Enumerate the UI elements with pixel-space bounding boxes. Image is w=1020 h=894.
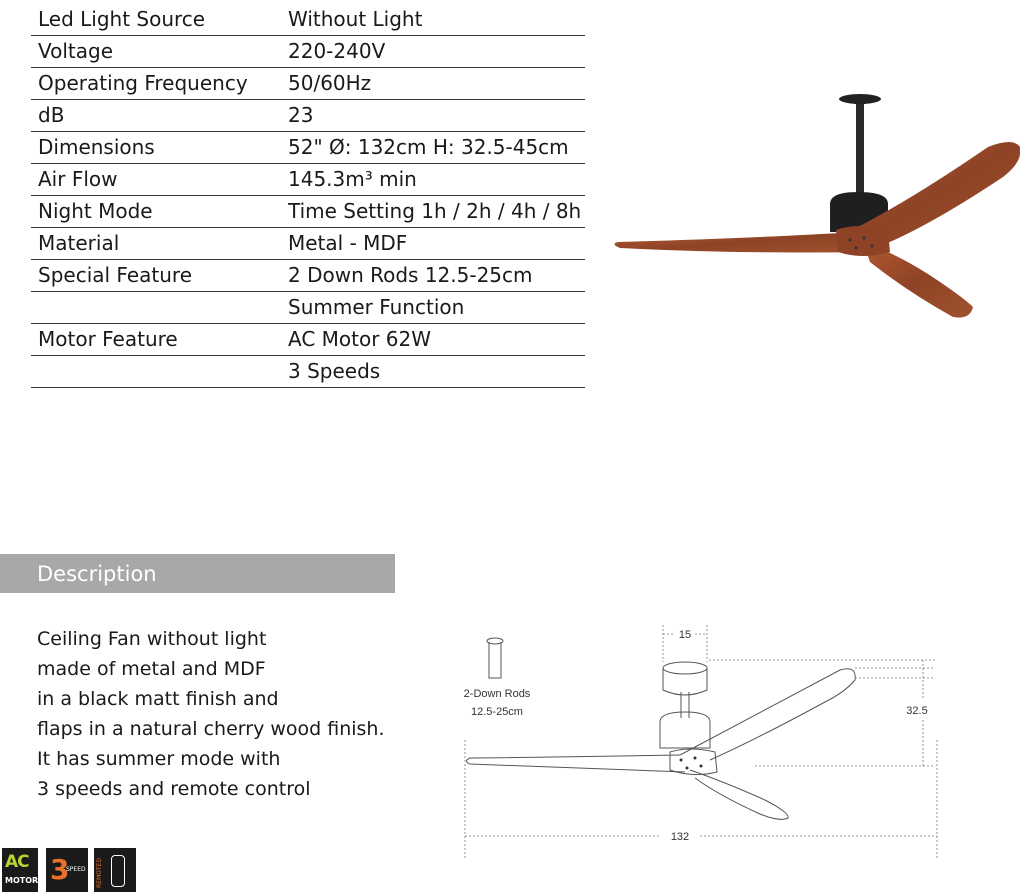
- spec-label: Dimensions: [31, 131, 281, 164]
- spec-label: Voltage: [31, 35, 281, 68]
- spec-label: dB: [31, 99, 281, 132]
- spec-value: 2 Down Rods 12.5-25cm: [281, 259, 585, 292]
- spec-value: 220-240V: [281, 35, 585, 68]
- description-line: flaps in a natural cherry wood finish.: [37, 718, 385, 740]
- description-line: Ceiling Fan without light: [37, 628, 267, 650]
- spec-value: 52" Ø: 132cm H: 32.5-45cm: [281, 131, 585, 164]
- dimension-rod-range: 12.5-25cm: [471, 706, 523, 718]
- description-line: It has summer mode with: [37, 748, 281, 770]
- spec-value: Metal - MDF: [281, 227, 585, 260]
- description-text: Ceiling Fan without light made of metal …: [37, 624, 385, 804]
- description-header: Description: [0, 554, 395, 593]
- spec-label: Special Feature: [31, 259, 281, 292]
- dimension-rod-label: 2-Down Rods: [464, 688, 531, 700]
- speed-number: 3: [50, 853, 70, 886]
- description-line: 3 speeds and remote control: [37, 778, 311, 800]
- spec-value: 23: [281, 99, 585, 132]
- dimension-height-label: 32.5: [906, 705, 927, 717]
- spec-label: Material: [31, 227, 281, 260]
- spec-value: Summer Function: [281, 291, 585, 324]
- spec-value: Without Light: [281, 4, 585, 36]
- spec-value: 145.3m³ min: [281, 163, 585, 196]
- description-line: made of metal and MDF: [37, 658, 266, 680]
- spec-value: Time Setting 1h / 2h / 4h / 8h: [281, 195, 585, 228]
- dimension-top-label: 15: [679, 629, 691, 641]
- spec-value: 3 Speeds: [281, 355, 585, 388]
- ac-label: AC: [5, 852, 30, 872]
- spec-label: [31, 291, 281, 324]
- ceiling-fan-photo: [614, 94, 1020, 318]
- speed-label: SPEED: [66, 866, 86, 873]
- remote-badge: REMOTED: [94, 848, 136, 892]
- spec-value: 50/60Hz: [281, 67, 585, 100]
- description-heading: Description: [37, 562, 157, 586]
- spec-row: Summer Function: [31, 291, 585, 324]
- spec-label: Air Flow: [31, 163, 281, 196]
- remote-label: REMOTED: [96, 858, 103, 888]
- remote-icon: [111, 855, 125, 887]
- spec-label: Led Light Source: [31, 4, 281, 36]
- spec-label: Night Mode: [31, 195, 281, 228]
- spec-value: AC Motor 62W: [281, 323, 585, 356]
- spec-row: 3 Speeds: [31, 355, 585, 388]
- ac-motor-badge: AC MOTOR: [2, 848, 38, 892]
- dimension-width-label: 132: [671, 831, 689, 843]
- spec-label: [31, 355, 281, 388]
- spec-label: Operating Frequency: [31, 67, 281, 100]
- dimension-diagram: 2-Down Rods 12.5-25cm 15 32.5 132: [464, 625, 938, 860]
- description-line: in a black matt finish and: [37, 688, 279, 710]
- motor-label: MOTOR: [5, 876, 39, 885]
- three-speed-badge: 3 SPEED: [46, 848, 88, 892]
- spec-label: Motor Feature: [31, 323, 281, 356]
